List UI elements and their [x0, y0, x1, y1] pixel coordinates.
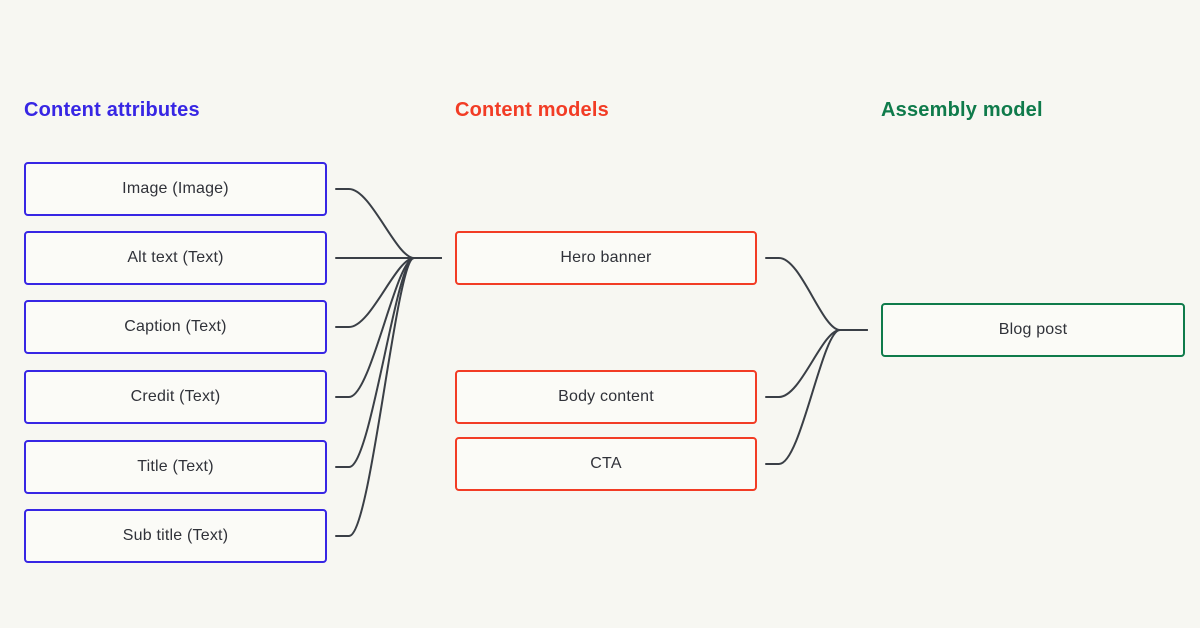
- connector-edge: [335, 257, 442, 398]
- node-hero-banner-model: Hero banner: [455, 231, 757, 285]
- connector-edge: [765, 329, 868, 465]
- node-caption-attribute: Caption (Text): [24, 300, 327, 354]
- node-title-attribute: Title (Text): [24, 440, 327, 494]
- node-cta-model: CTA: [455, 437, 757, 491]
- column-title-content-models: Content models: [455, 99, 609, 121]
- connector-edge: [335, 257, 442, 468]
- column-title-assembly-model: Assembly model: [881, 99, 1043, 121]
- node-credit-attribute: Credit (Text): [24, 370, 327, 424]
- node-blog-post-assembly: Blog post: [881, 303, 1185, 357]
- connector-edge: [335, 257, 442, 537]
- node-alt-text-attribute: Alt text (Text): [24, 231, 327, 285]
- connector-edge: [765, 329, 868, 398]
- node-image-attribute: Image (Image): [24, 162, 327, 216]
- connector-edge: [335, 188, 442, 259]
- node-sub-title-attribute: Sub title (Text): [24, 509, 327, 563]
- column-title-content-attributes: Content attributes: [24, 99, 200, 121]
- connector-edge: [335, 257, 442, 328]
- node-body-content-model: Body content: [455, 370, 757, 424]
- connector-edge: [765, 257, 868, 331]
